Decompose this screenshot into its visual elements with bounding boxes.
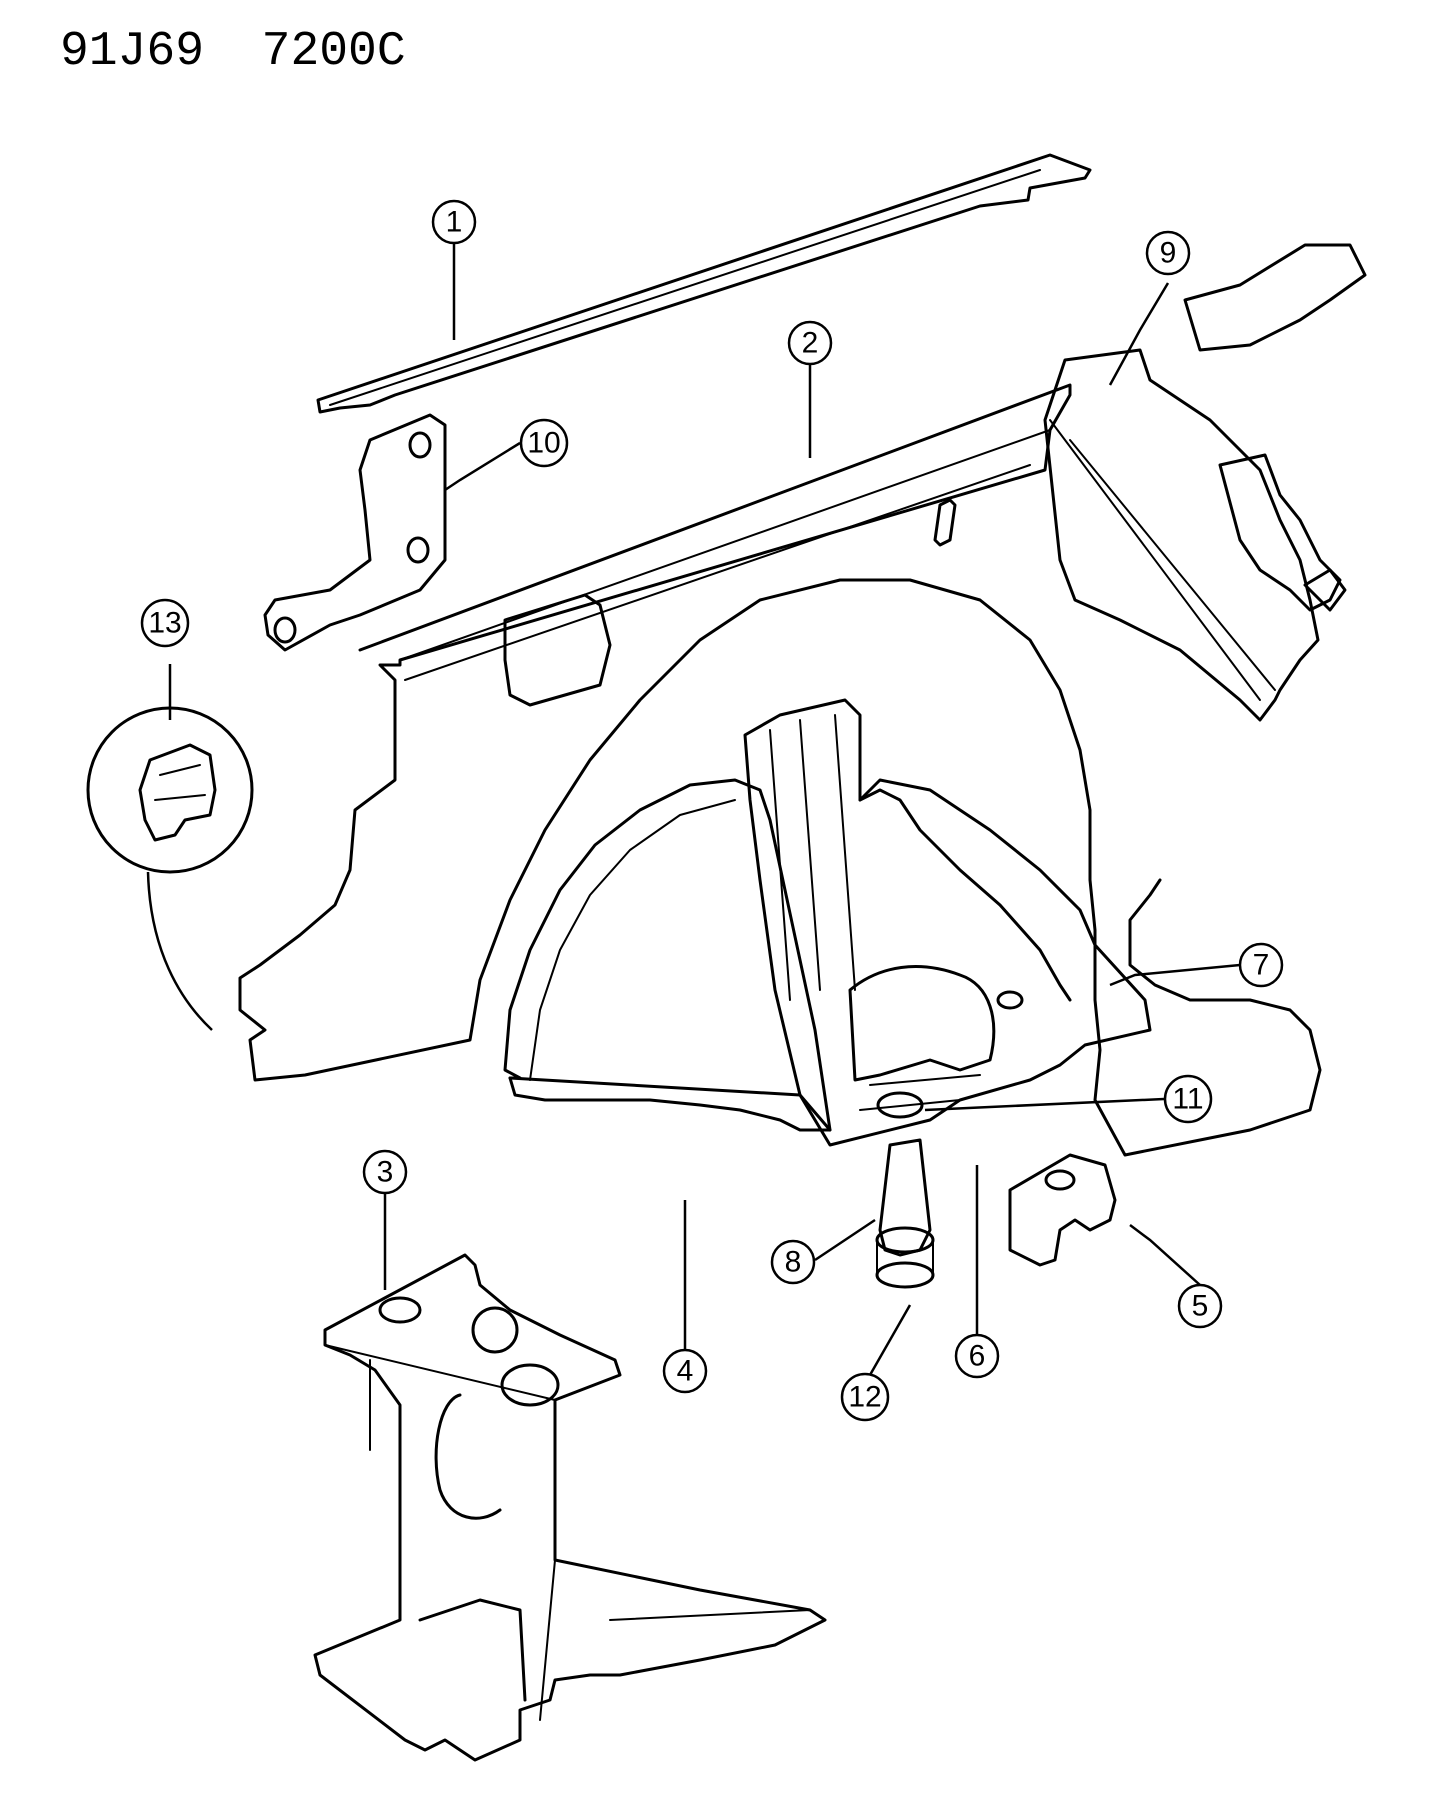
callout-9: 9: [1145, 230, 1191, 276]
callout-3: 3: [362, 1149, 408, 1195]
callout-5: 5: [1177, 1283, 1223, 1329]
callout-6: 6: [954, 1333, 1000, 1379]
svg-text:9: 9: [1160, 237, 1177, 270]
part-3-lower-support: [313, 1253, 827, 1762]
svg-text:3: 3: [377, 1156, 394, 1189]
part-2-quarter-inner-panel: [238, 383, 1322, 1157]
svg-text:7: 7: [1253, 949, 1270, 982]
part-4-wheelhouse: [503, 778, 832, 1132]
svg-text:8: 8: [785, 1246, 802, 1279]
callout-7: 7: [1238, 942, 1284, 988]
callout-13: 13: [140, 598, 190, 648]
part-1-rail-strip: [316, 153, 1092, 414]
svg-text:4: 4: [677, 1355, 694, 1388]
callout-10: 10: [519, 418, 569, 468]
svg-text:12: 12: [848, 1381, 881, 1414]
svg-text:11: 11: [1172, 1083, 1203, 1116]
svg-text:10: 10: [527, 427, 560, 460]
part-9-rear-pillar: [1043, 243, 1367, 722]
part-10-bracket-plate: [263, 413, 447, 652]
svg-text:13: 13: [148, 607, 181, 640]
callout-2: 2: [787, 320, 833, 366]
part-13-clip-detail: [86, 706, 254, 1031]
part-8-12-drain-tube: [875, 1138, 935, 1289]
svg-text:5: 5: [1192, 1290, 1209, 1323]
callout-4: 4: [662, 1348, 708, 1394]
callout-1: 1: [431, 199, 477, 245]
callout-12: 12: [840, 1372, 890, 1422]
callout-11: 11: [1163, 1074, 1213, 1124]
svg-text:1: 1: [446, 206, 463, 239]
part-6-7-wheelhouse-inner: [743, 698, 1152, 1147]
reference-code: 91J69 7200C: [60, 25, 406, 79]
callout-8: 8: [770, 1239, 816, 1285]
svg-text:2: 2: [802, 327, 819, 360]
part-5-bracket: [1008, 1153, 1117, 1267]
leader-lines: [168, 243, 1241, 1376]
svg-text:6: 6: [969, 1340, 986, 1373]
